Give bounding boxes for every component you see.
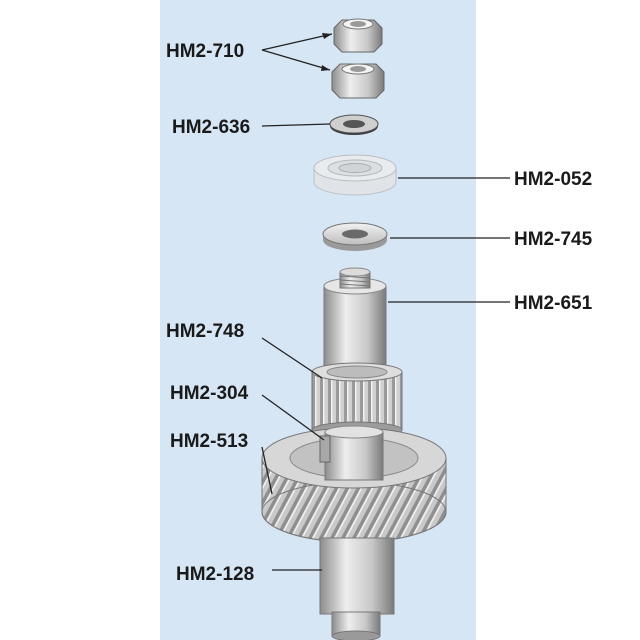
washer-hm2-745 [322, 222, 388, 251]
hex-nut-upper [333, 18, 383, 53]
key-hm2-304 [319, 435, 331, 463]
label-hm2-710: HM2-710 [166, 41, 245, 62]
label-hm2-128: HM2-128 [176, 564, 255, 585]
pinion-gear-hm2-748 [311, 362, 403, 439]
washer-hm2-636 [329, 114, 379, 135]
label-hm2-304: HM2-304 [170, 383, 249, 404]
label-hm2-748: HM2-748 [166, 321, 245, 342]
label-hm2-745: HM2-745 [514, 229, 593, 250]
output-shaft-hm2-128 [319, 537, 395, 640]
label-hm2-636: HM2-636 [172, 117, 251, 138]
helical-gear-hm2-513 [261, 425, 447, 543]
label-hm2-052: HM2-052 [514, 169, 593, 190]
bearing-hm2-052 [313, 154, 397, 196]
hex-nut-lower [331, 63, 385, 99]
label-hm2-651: HM2-651 [514, 293, 593, 314]
leader-arrowheads [321, 33, 332, 71]
leader-lines [261, 33, 510, 571]
label-hm2-513: HM2-513 [170, 431, 249, 452]
